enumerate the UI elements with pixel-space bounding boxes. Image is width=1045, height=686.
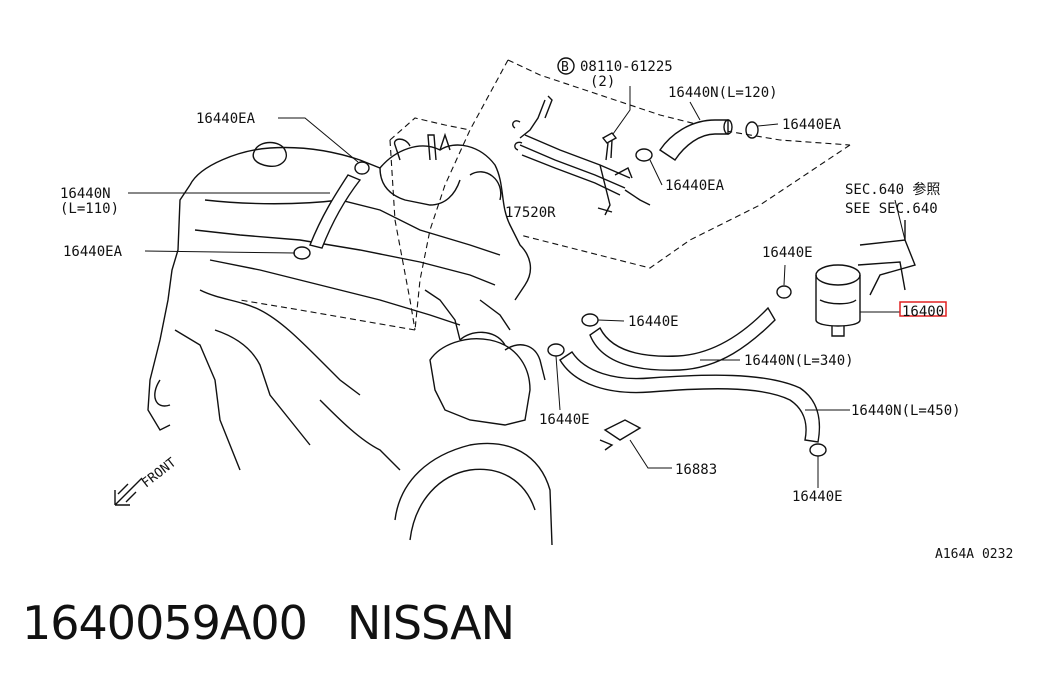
label-clamp-center: 16440E — [628, 314, 679, 330]
label-clamp-lower: 16440E — [539, 412, 590, 428]
label-hose-340: 16440N(L=340) — [744, 353, 854, 369]
label-hose-450: 16440N(L=450) — [851, 403, 961, 419]
label-sec-ref-en: SEE SEC.640 — [845, 201, 938, 217]
part-caption: 1640059A00 NISSAN — [22, 596, 554, 650]
label-clamp-filter: 16440E — [762, 245, 813, 261]
hose-110-drawing — [128, 174, 362, 249]
fuel-system-diagram: B 08110-61225 (2) 16440N(L=120) 16440EA … — [60, 57, 1013, 562]
label-hose-110-len: (L=110) — [60, 201, 119, 217]
bolt-marker-circle — [557, 57, 575, 75]
filter-highlight-box — [899, 301, 947, 317]
bolt-drawing — [601, 86, 631, 161]
bolt-marker: B — [561, 60, 569, 75]
fuel-filter-drawing — [815, 199, 916, 337]
hose-450-drawing — [559, 351, 850, 443]
clamps-drawing — [144, 117, 827, 488]
callout-labels: B 08110-61225 (2) 16440N(L=120) 16440EA … — [60, 57, 1013, 562]
hose-340-drawing — [589, 306, 776, 371]
label-bolt-code: 08110-61225 — [580, 59, 673, 75]
engine-block-drawing — [147, 132, 553, 546]
label-hose-120: 16440N(L=120) — [668, 85, 778, 101]
label-clamp-bottom: 16440E — [792, 489, 843, 505]
label-sec-ref-jp: SEC.640 参照 — [845, 181, 940, 198]
label-clamp-left: 16440EA — [63, 244, 123, 260]
dashed-region — [239, 59, 851, 331]
label-hose-110-code: 16440N — [60, 186, 111, 202]
brand-name: NISSAN — [346, 596, 515, 650]
clip-drawing — [599, 419, 672, 469]
label-bracket: 17520R — [505, 205, 556, 221]
part-number: 1640059A00 — [22, 596, 308, 650]
label-diagram-code: A164A 0232 — [935, 547, 1013, 562]
front-arrow-icon — [114, 477, 143, 506]
label-front: FRONT — [139, 455, 179, 491]
label-clamp-top-left: 16440EA — [196, 111, 256, 127]
label-clamp-top-right: 16440EA — [782, 117, 842, 133]
label-bolt-qty: (2) — [590, 74, 615, 90]
fuel-rail-assembly — [512, 95, 651, 216]
hose-120-drawing — [659, 101, 733, 161]
label-clamp-mid: 16440EA — [665, 178, 725, 194]
label-filter: 16400 — [902, 304, 944, 320]
label-clip: 16883 — [675, 462, 717, 478]
